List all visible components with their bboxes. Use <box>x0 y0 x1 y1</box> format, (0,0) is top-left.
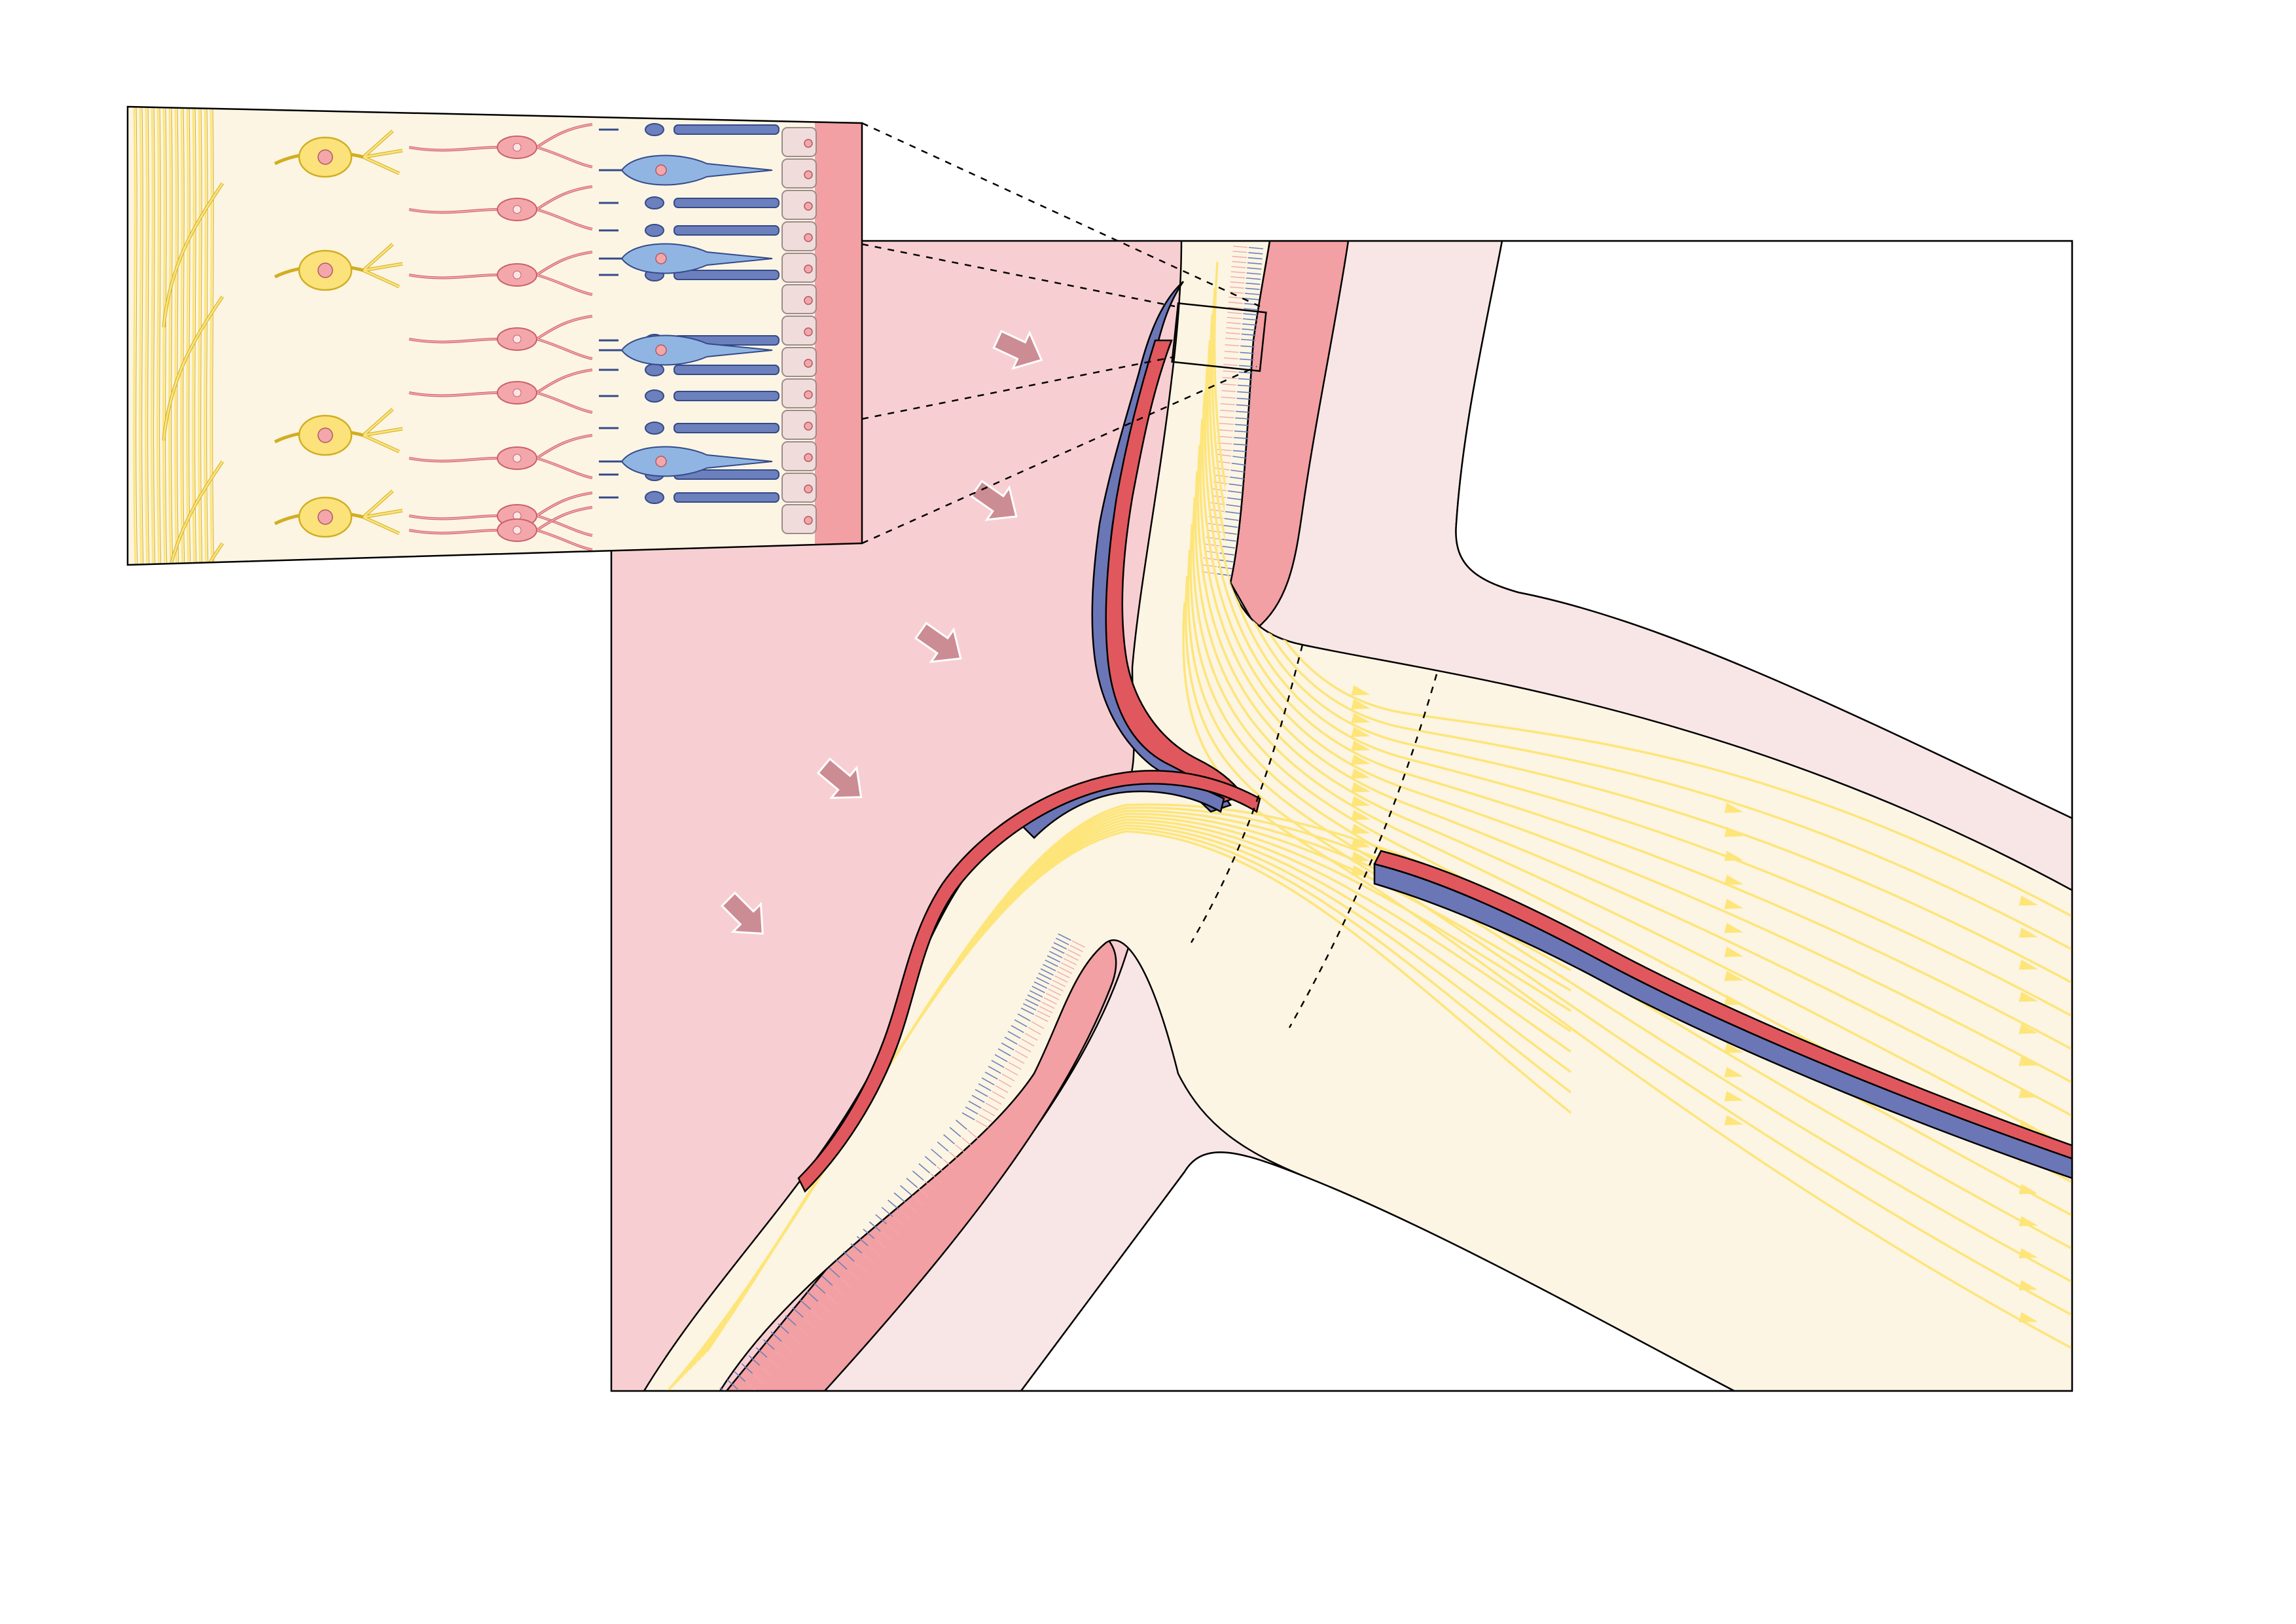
inset-axon <box>175 105 177 569</box>
inset-axon <box>158 105 159 569</box>
inset-axon <box>211 105 212 569</box>
inset-axon <box>170 105 171 569</box>
inset-axon <box>140 105 141 569</box>
inset-axon <box>164 105 165 569</box>
inset-choroid <box>815 98 867 569</box>
inset-axon <box>193 105 194 569</box>
inset-axon <box>187 105 188 569</box>
inset-axon <box>134 105 135 569</box>
inset-axon <box>205 105 206 569</box>
inset-axon <box>181 105 183 569</box>
inset-axon <box>152 105 153 569</box>
inset-axon <box>146 105 147 569</box>
